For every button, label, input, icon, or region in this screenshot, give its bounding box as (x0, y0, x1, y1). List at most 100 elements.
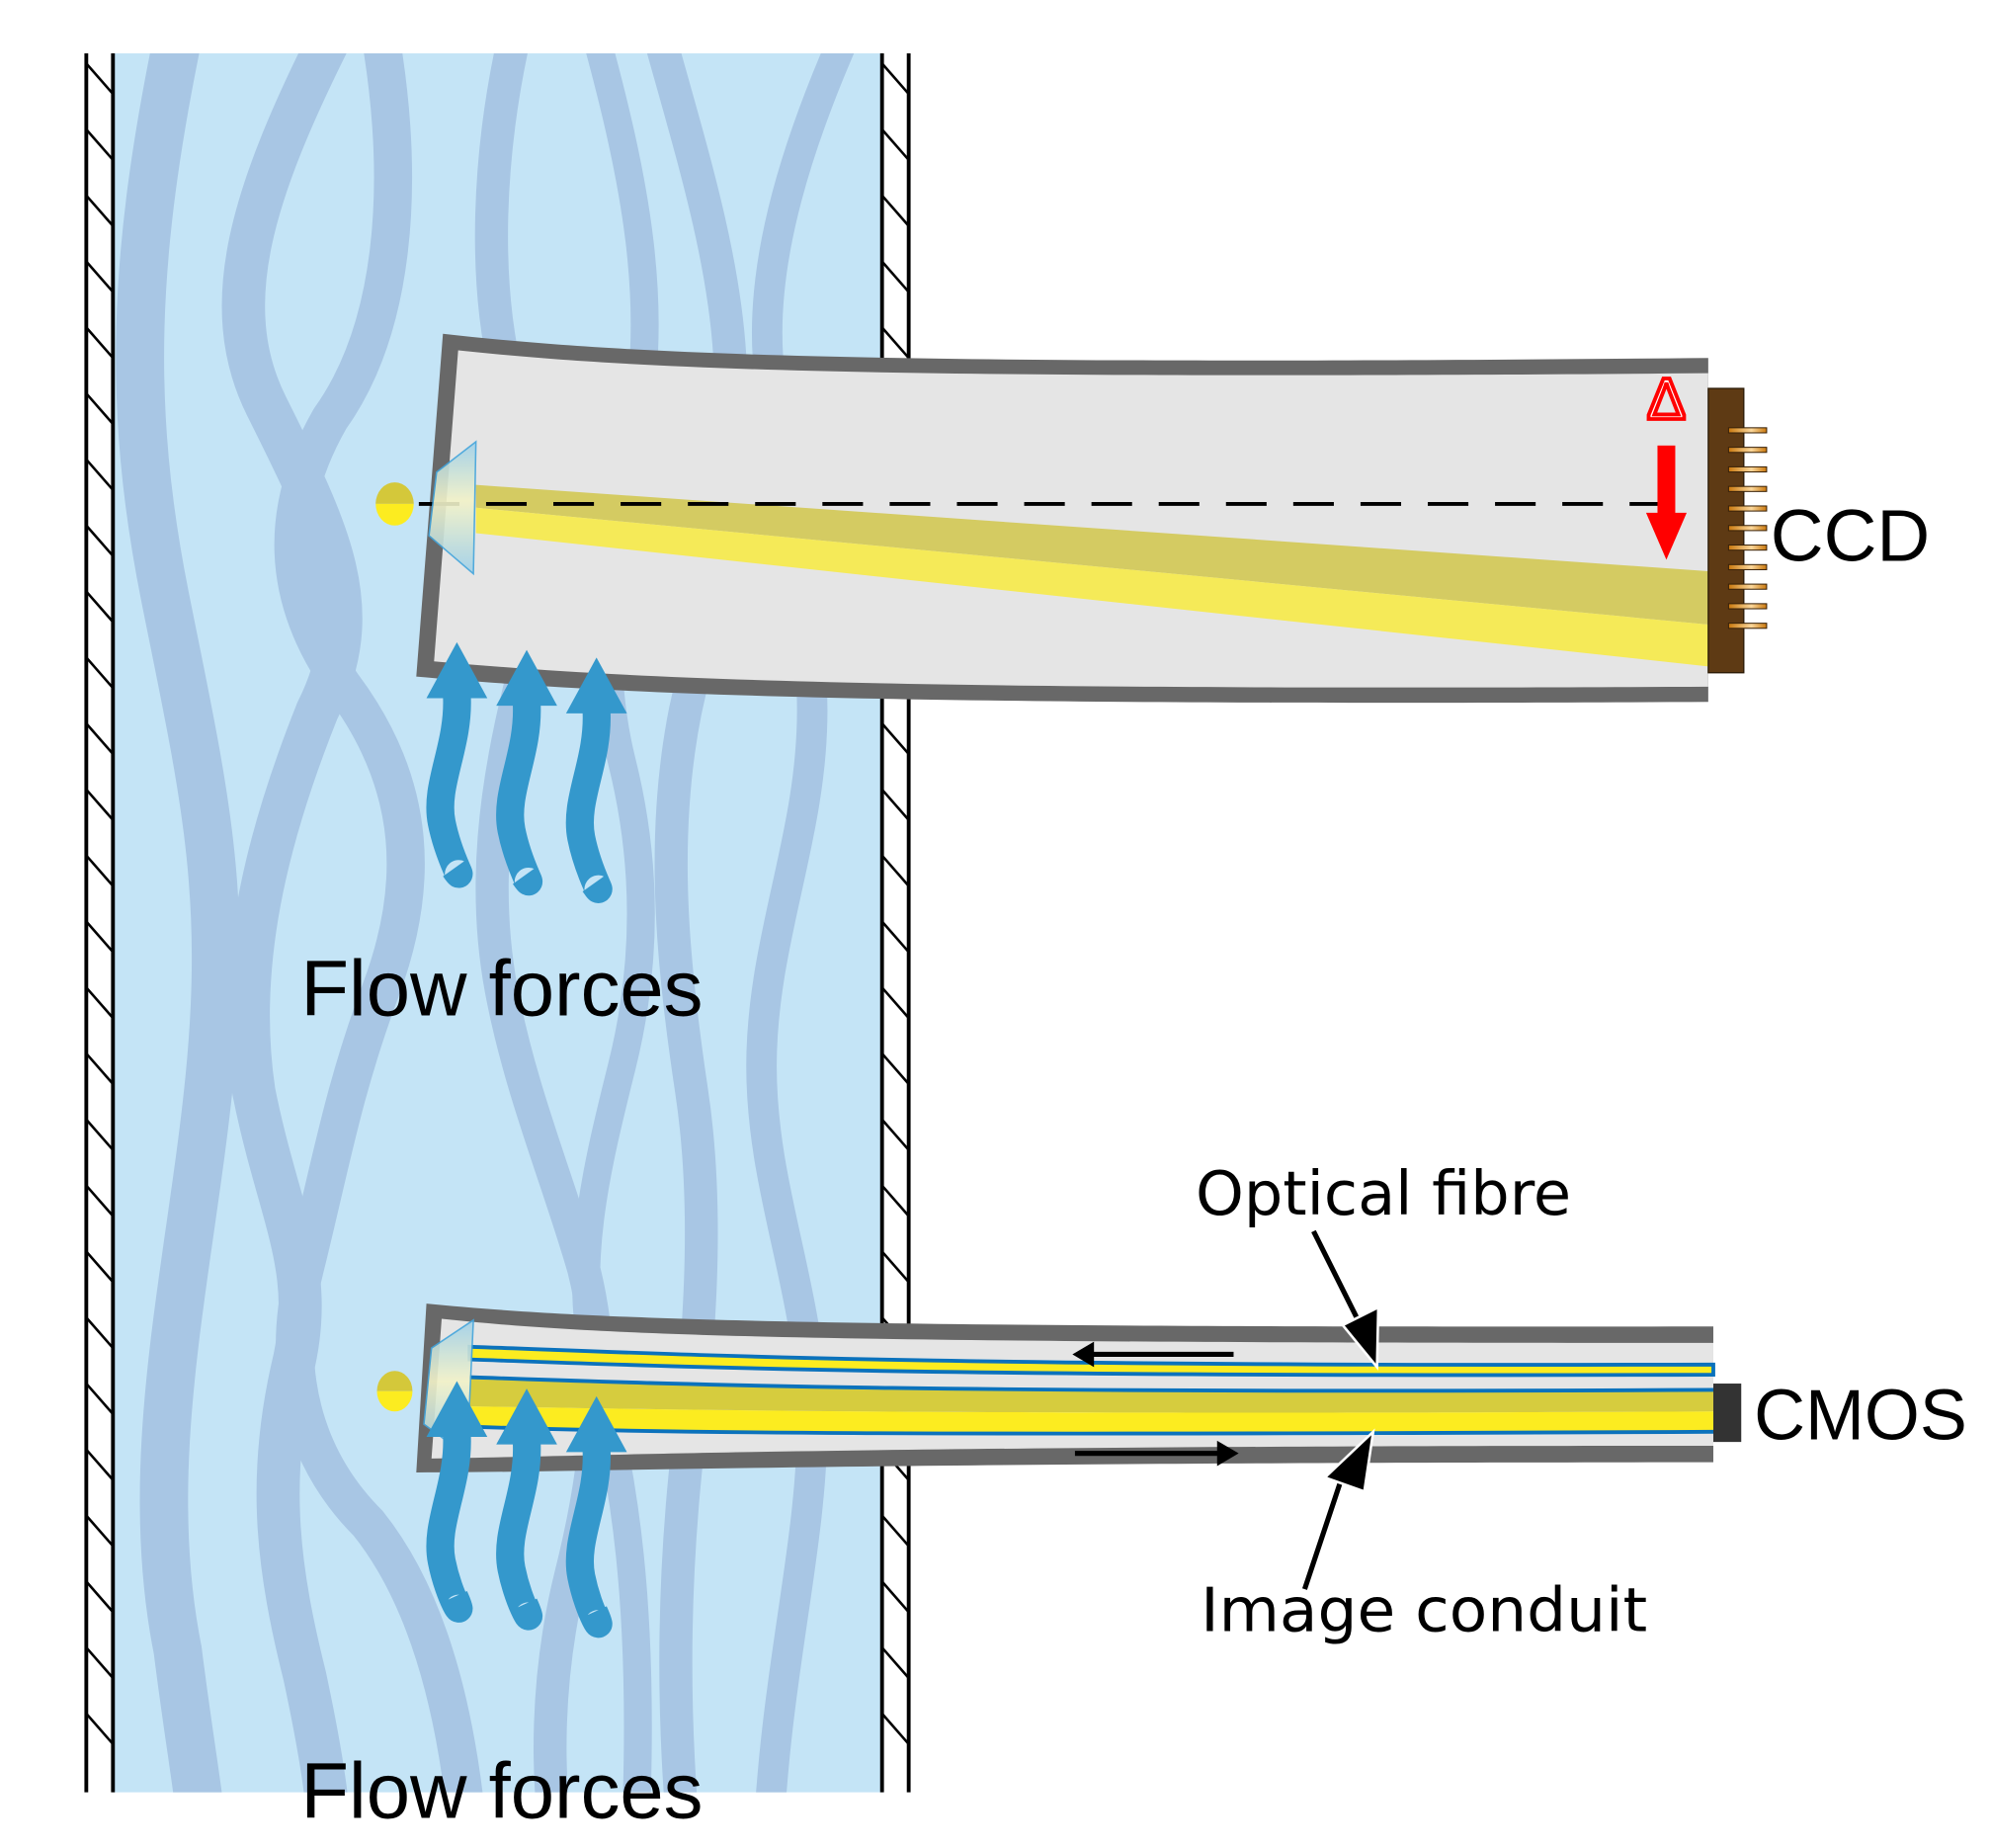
top-flow-arrows (426, 641, 627, 903)
optical-fibre-label: Optical fibre (1196, 1158, 1571, 1229)
flow-arrow-icon (426, 641, 488, 888)
top-object-dot (375, 482, 414, 526)
cmos-sensor (1712, 1384, 1742, 1443)
hatch-line (880, 722, 910, 755)
hatch-line (880, 1713, 910, 1745)
illumination-direction-arrow (1072, 1341, 1234, 1368)
image-conduit-leader (1301, 1428, 1375, 1590)
hatch-line (85, 392, 115, 425)
hatch-line (880, 854, 910, 887)
left-wall (84, 52, 116, 1793)
cmos-label: CMOS (1754, 1377, 1967, 1456)
flow-arrow-icon (496, 1388, 557, 1631)
ccd-pin (1727, 525, 1768, 532)
hatch-line (880, 1580, 910, 1614)
right-wall (879, 52, 911, 1793)
hatch-line (880, 1184, 910, 1218)
hatch-line (85, 459, 115, 491)
top-flow-forces-label: Flow forces (300, 945, 703, 1033)
hatch-line (85, 1713, 115, 1745)
hatch-line (85, 194, 115, 227)
hatch-line (85, 1580, 115, 1614)
hatch-line (880, 1052, 910, 1085)
hatch-line (85, 1646, 115, 1679)
image-conduit-dark (469, 1377, 1713, 1413)
ccd-pin (1727, 583, 1768, 590)
hatch-line (85, 1119, 115, 1151)
bottom-flow-arrows (426, 1381, 627, 1638)
bottom-object-dot (376, 1371, 413, 1412)
ccd-pin (1727, 447, 1768, 454)
hatch-line (85, 1316, 115, 1349)
image-conduit-light (469, 1406, 1713, 1434)
hatch-line (85, 62, 115, 95)
top-light-beam-dark (475, 484, 1708, 625)
hatch-line (85, 590, 115, 624)
ccd-sensor (1707, 387, 1768, 674)
hatch-line (880, 326, 910, 360)
fluid-channel (113, 52, 882, 1793)
hatch-line (880, 260, 910, 294)
flow-arrow-icon (496, 649, 557, 896)
hatch-line (880, 1514, 910, 1548)
hatch-line (85, 260, 115, 294)
ccd-pin (1727, 563, 1768, 570)
ccd-pin (1727, 545, 1768, 551)
hatch-line (880, 1646, 910, 1679)
hatch-line (85, 524, 115, 557)
hatch-line (85, 920, 115, 954)
ccd-pin (1727, 465, 1768, 473)
right-wall-hatching (880, 62, 910, 1745)
flow-arrow-icon (565, 1395, 627, 1638)
hatch-line (85, 1383, 115, 1415)
image-direction-arrow (1074, 1440, 1239, 1467)
hatch-line (85, 1514, 115, 1548)
hatch-line (85, 128, 115, 161)
hatch-line (880, 62, 910, 95)
image-conduit-label: Image conduit (1201, 1574, 1647, 1645)
top-lens (428, 440, 477, 576)
hatch-line (880, 1119, 910, 1151)
hatch-line (85, 1184, 115, 1218)
hatch-line (85, 722, 115, 755)
streamline (116, 52, 240, 1793)
ccd-pin (1727, 485, 1768, 492)
ccd-pins (1727, 427, 1768, 630)
hatch-line (85, 986, 115, 1019)
optical-fibre-leader (1311, 1229, 1380, 1371)
hatch-line (880, 1250, 910, 1284)
optical-fibre (467, 1344, 1715, 1378)
hatch-line (880, 194, 910, 227)
hatch-line (85, 789, 115, 821)
flow-arrow-icon (426, 1381, 488, 1623)
displacement-delta-symbol: Δ (1647, 367, 1686, 432)
ccd-pin (1727, 603, 1768, 610)
ccd-label: CCD (1771, 495, 1930, 577)
top-light-beam-light (475, 507, 1708, 667)
hatch-line (85, 1052, 115, 1085)
bottom-flow-forces-label: Flow forces (300, 1746, 703, 1834)
ccd-pin (1727, 505, 1768, 512)
hatch-line (880, 789, 910, 821)
left-wall-hatching (85, 62, 115, 1745)
hatch-line (880, 128, 910, 161)
bottom-probe: CMOS Optical fibre Image conduit Flow fo… (300, 1158, 1966, 1834)
displacement-arrow-icon (1645, 445, 1688, 560)
streamline (746, 52, 855, 1793)
flow-arrow-icon (565, 657, 627, 903)
hatch-line (85, 854, 115, 887)
hatch-line (85, 1250, 115, 1284)
image-conduit-outline (469, 1375, 1713, 1436)
streamline (221, 52, 363, 1793)
ccd-pin (1727, 623, 1768, 630)
ccd-pin (1727, 427, 1768, 434)
streamline (274, 52, 483, 1793)
hatch-line (880, 920, 910, 954)
streamline (646, 52, 748, 1793)
hatch-line (880, 986, 910, 1019)
top-probe: Δ CCD Flow forces (300, 333, 1930, 1033)
hatch-line (85, 326, 115, 360)
hatch-line (85, 656, 115, 690)
